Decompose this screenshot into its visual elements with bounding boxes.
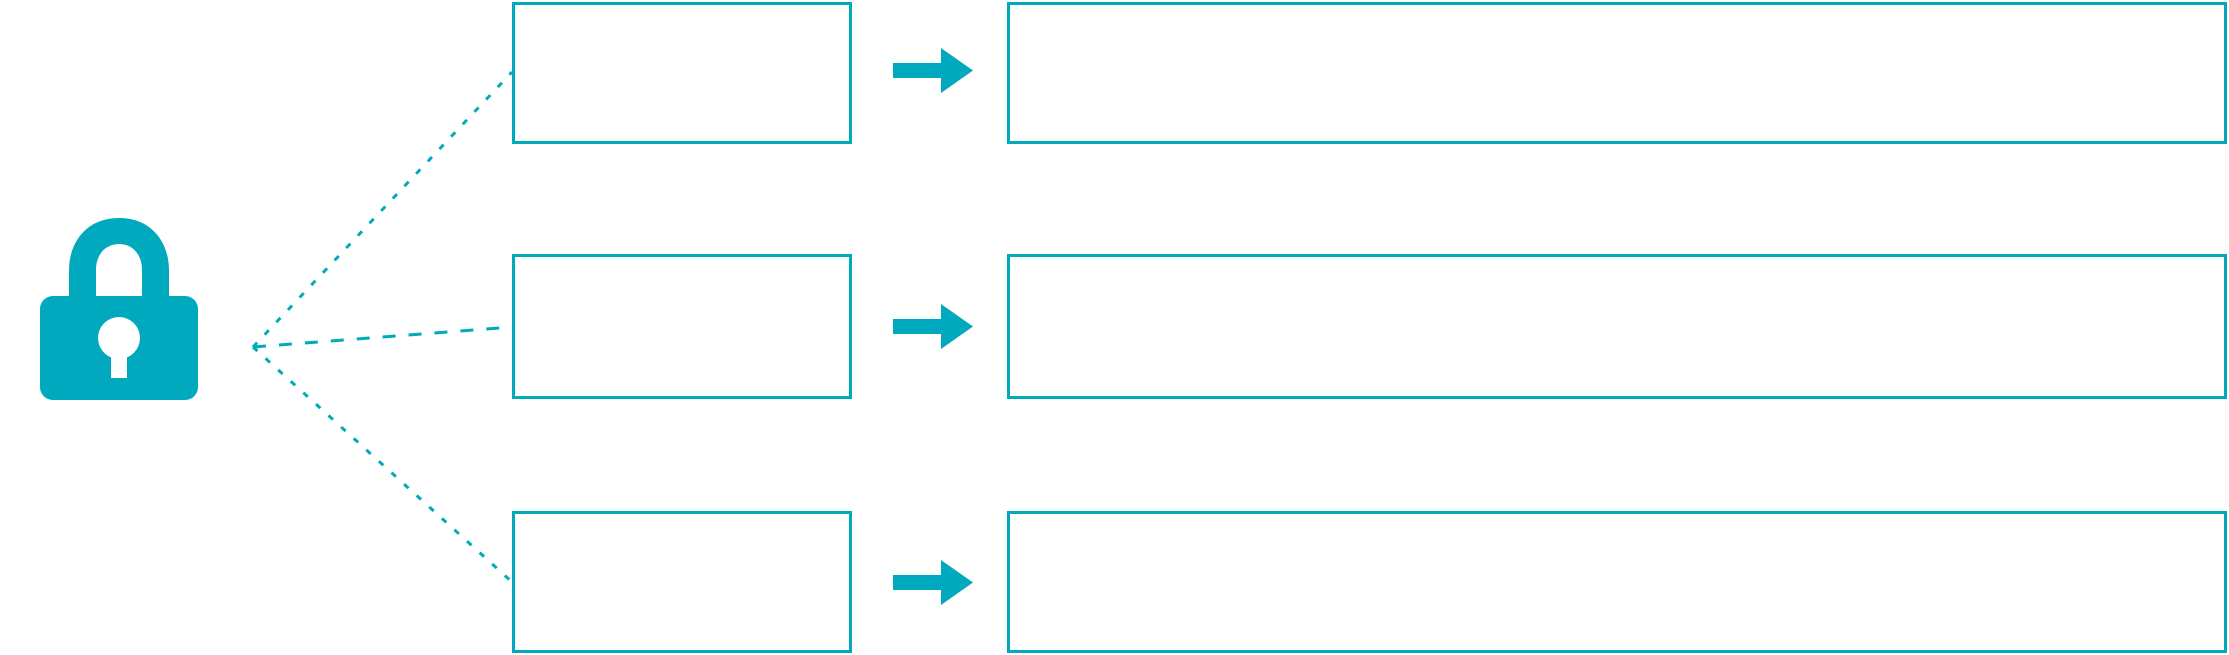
lock-node[interactable] xyxy=(28,218,210,400)
connector-to-row-2 xyxy=(252,325,513,349)
arrow-right-icon xyxy=(893,48,973,93)
connector-to-row-1 xyxy=(251,70,514,349)
left-box-1[interactable] xyxy=(512,2,852,144)
arrow-right-glyph xyxy=(893,48,973,93)
left-box-2[interactable] xyxy=(512,254,852,399)
arrow-right-path xyxy=(893,560,973,605)
arrow-right-path xyxy=(893,48,973,93)
padlock-keyhole-stem xyxy=(111,338,127,378)
connector-to-row-3 xyxy=(251,345,514,584)
right-box-2[interactable] xyxy=(1007,254,2227,399)
arrow-right-icon xyxy=(893,304,973,349)
arrow-right-glyph xyxy=(893,304,973,349)
right-box-3[interactable] xyxy=(1007,511,2227,653)
padlock-icon xyxy=(40,218,198,400)
right-box-1[interactable] xyxy=(1007,2,2227,144)
arrow-right-glyph xyxy=(893,560,973,605)
padlock-shackle xyxy=(69,218,169,310)
arrow-right-icon xyxy=(893,560,973,605)
arrow-right-path xyxy=(893,304,973,349)
left-box-3[interactable] xyxy=(512,511,852,653)
